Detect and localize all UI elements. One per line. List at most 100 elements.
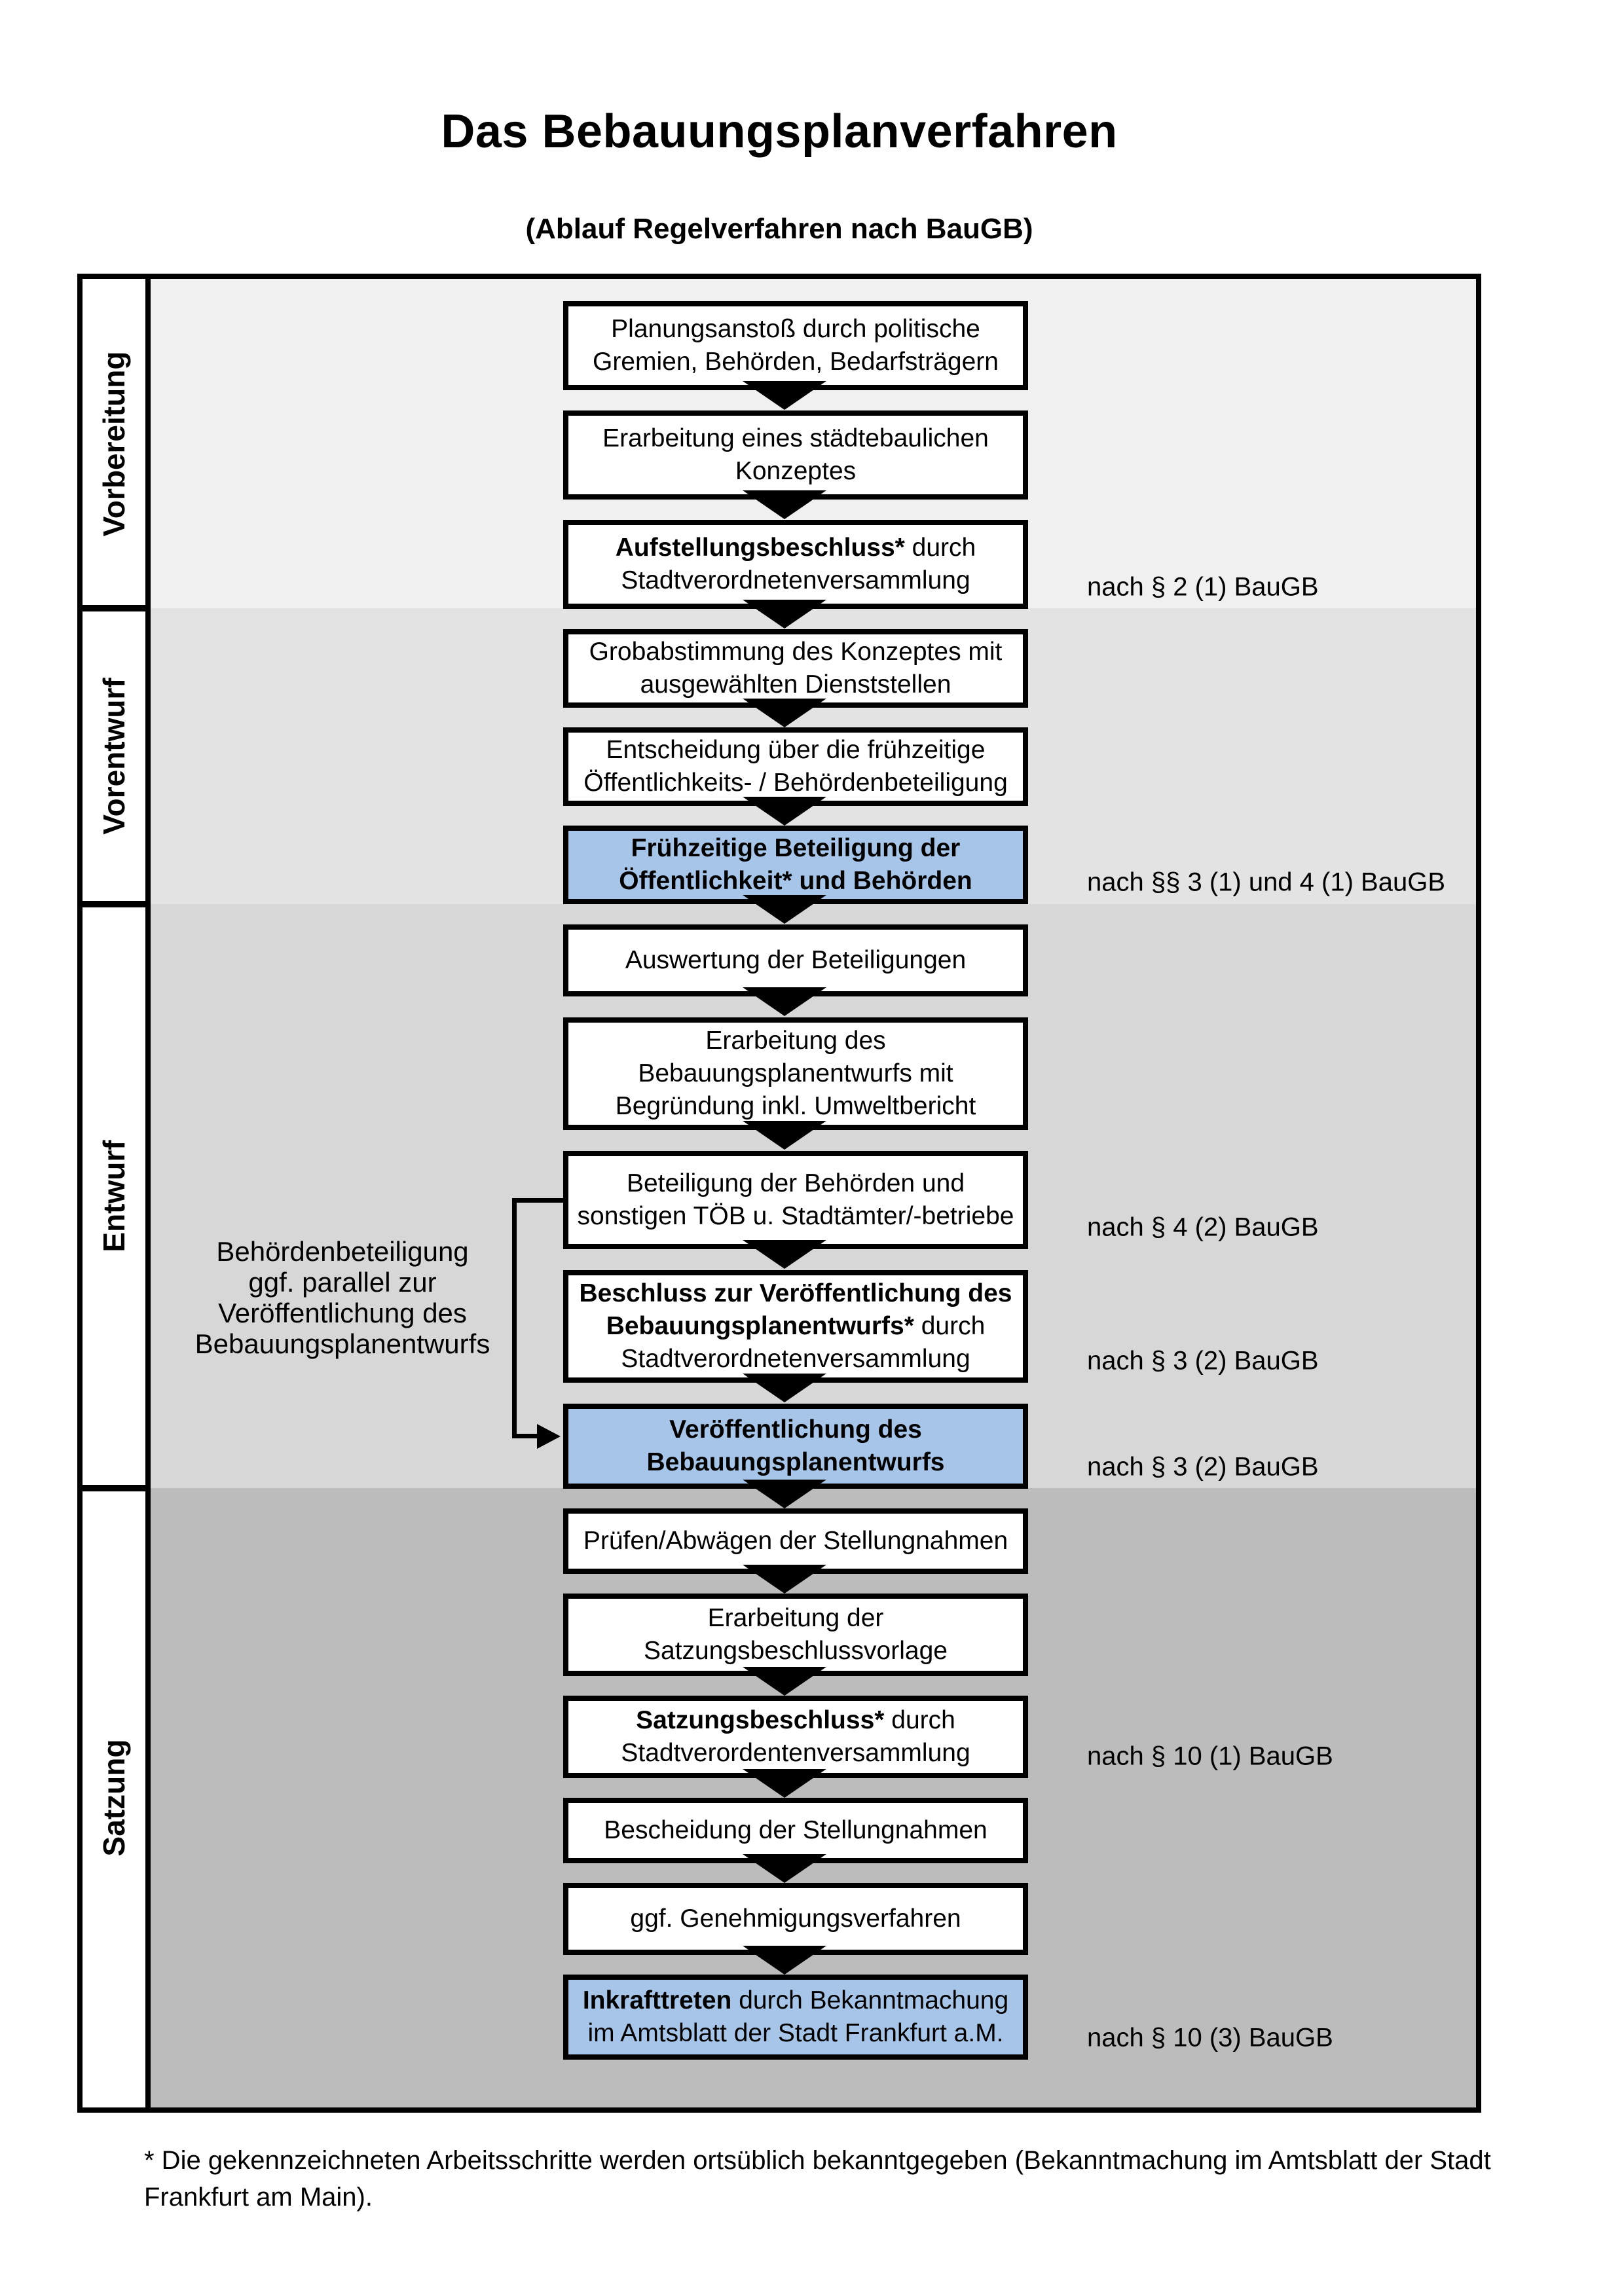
legal-reference: nach § 10 (3) BauGB bbox=[1087, 2023, 1333, 2052]
flow-box-text-segment: ggf. Genehmigungsverfahren bbox=[630, 1904, 961, 1933]
phase-label-vorbereitung: Vorbereitung bbox=[97, 351, 131, 536]
flow-arrow-down-icon bbox=[743, 1565, 826, 1594]
flow-box-text-segment: Bebauungsplanentwurfs mit bbox=[638, 1059, 953, 1087]
flow-box-text-segment: Öffentlichkeits- / Behördenbeteiligung bbox=[583, 769, 1008, 797]
flow-box-text: Entscheidung über die frühzeitige bbox=[606, 734, 986, 767]
flow-box-text: Bebauungsplanentwurfs bbox=[646, 1446, 944, 1479]
flow-box-text-segment: Planungsanstoß durch politische bbox=[611, 315, 980, 343]
legal-reference: nach § 10 (1) BauGB bbox=[1087, 1741, 1333, 1771]
flow-box-text: Veröffentlichung des bbox=[669, 1413, 922, 1446]
flow-box-text-segment: Satzungsbeschlussvorlage bbox=[644, 1637, 948, 1665]
flow-arrow-down-icon bbox=[743, 895, 826, 924]
legal-reference: nach § 3 (2) BauGB bbox=[1087, 1346, 1319, 1376]
flow-box-text-segment: Bebauungsplanentwurfs bbox=[646, 1448, 945, 1476]
flow-box-text: Stadtverordnetenversammlung bbox=[621, 564, 970, 597]
footnote: * Die gekennzeichneten Arbeitsschritte w… bbox=[144, 2142, 1545, 2215]
flow-arrow-down-icon bbox=[743, 490, 826, 519]
flow-arrow-down-icon bbox=[743, 1667, 826, 1696]
flow-box-text-segment: Entscheidung über die frühzeitige bbox=[606, 736, 986, 764]
flow-box-text: Stadtverordentenversammlung bbox=[621, 1737, 970, 1770]
flow-box-text-segment: ausgewählten Dienststellen bbox=[640, 670, 951, 699]
phase-separator bbox=[83, 901, 145, 907]
flow-arrow-down-icon bbox=[743, 1946, 826, 1975]
page-title: Das Bebauungsplanverfahren bbox=[441, 105, 1118, 158]
flow-box-text: Bebauungsplanentwurfs* durch bbox=[606, 1310, 986, 1343]
flow-box: Grobabstimmung des Konzeptes mit ausgewäh… bbox=[563, 629, 1028, 708]
phase-label-satzung: Satzung bbox=[97, 1739, 131, 1857]
flow-box-text-segment: Aufstellungsbeschluss* bbox=[615, 534, 905, 562]
flow-box-text-segment: Begründung inkl. Umweltbericht bbox=[615, 1092, 976, 1120]
flow-box-text: Beschluss zur Veröffentlichung des bbox=[580, 1277, 1012, 1310]
flow-box-text-segment: Grobabstimmung des Konzeptes mit bbox=[589, 638, 1003, 666]
flow-box-text-segment: Bescheidung der Stellungnahmen bbox=[604, 1816, 987, 1844]
legal-reference: nach § 4 (2) BauGB bbox=[1087, 1212, 1319, 1242]
flow-box-text-segment: Stadtverordnetenversammlung bbox=[621, 566, 970, 594]
flow-box-text-segment: Erarbeitung der bbox=[707, 1604, 884, 1632]
flow-box-text-segment: Satzungsbeschluss* bbox=[636, 1706, 885, 1734]
phase-separator bbox=[83, 1485, 145, 1491]
flow-box-text-segment: Konzeptes bbox=[735, 457, 857, 485]
flow-box-text-segment: im Amtsblatt der Stadt Frankfurt a.M. bbox=[587, 2019, 1004, 2047]
flow-box-text: Konzeptes bbox=[735, 455, 856, 488]
flow-box-text-segment: Erarbeitung des bbox=[705, 1027, 886, 1055]
flow-box-text: Frühzeitige Beteiligung der bbox=[631, 832, 961, 865]
legal-reference: nach § 2 (1) BauGB bbox=[1087, 572, 1319, 602]
flow-box-text-segment: Gremien, Behörden, Bedarfsträgern bbox=[592, 348, 999, 376]
flow-box-text-segment: Bebauungsplanentwurfs* bbox=[606, 1312, 914, 1340]
flow-arrow-down-icon bbox=[743, 1480, 826, 1508]
flow-box-text-segment: durch bbox=[913, 1312, 986, 1340]
footnote-line: Frankfurt am Main). bbox=[144, 2183, 373, 2212]
flow-box-text: Beteiligung der Behörden und bbox=[627, 1167, 965, 1200]
parallel-note-line: ggf. parallel zur bbox=[248, 1267, 437, 1298]
parallel-connector-stub bbox=[517, 1198, 563, 1203]
flow-arrow-down-icon bbox=[743, 600, 826, 629]
parallel-note-line: Bebauungsplanentwurfs bbox=[194, 1328, 490, 1359]
flow-arrow-down-icon bbox=[743, 797, 826, 826]
flow-box: ggf. Genehmigungsverfahren bbox=[563, 1883, 1028, 1955]
flow-box: Prüfen/Abwägen der Stellungnahmen bbox=[563, 1508, 1028, 1574]
phase-column-divider bbox=[145, 279, 151, 2107]
flow-box-text-segment: Öffentlichkeit* und Behörden bbox=[619, 867, 972, 895]
flow-box-text-segment: Stadtverordnetenversammlung bbox=[621, 1345, 970, 1373]
flow-arrow-down-icon bbox=[743, 1374, 826, 1402]
flow-box-text: Inkrafttreten durch Bekanntmachung bbox=[583, 1984, 1008, 2017]
legal-reference: nach §§ 3 (1) und 4 (1) BauGB bbox=[1087, 867, 1445, 897]
flow-box-text: im Amtsblatt der Stadt Frankfurt a.M. bbox=[587, 2017, 1003, 2050]
flow-box-text-segment: Erarbeitung eines städtebaulichen bbox=[602, 424, 989, 452]
flow-box-text: Erarbeitung eines städtebaulichen bbox=[602, 422, 989, 455]
flow-box-text-segment: durch Bekanntmachung bbox=[731, 1986, 1009, 2014]
flow-box-text: Erarbeitung der bbox=[708, 1602, 884, 1635]
flow-box-text: Bescheidung der Stellungnahmen bbox=[604, 1814, 987, 1847]
flow-box: Bescheidung der Stellungnahmen bbox=[563, 1798, 1028, 1863]
flow-box-text: Bebauungsplanentwurfs mit bbox=[638, 1057, 953, 1090]
flow-box-text: sonstigen TÖB u. Stadtämter/-betriebe bbox=[578, 1200, 1014, 1233]
flow-box-text-segment: Inkrafttreten bbox=[582, 1986, 732, 2014]
flow-arrow-down-icon bbox=[743, 1854, 826, 1883]
flow-box-text: Satzungsbeschlussvorlage bbox=[644, 1635, 948, 1667]
flow-arrow-down-icon bbox=[743, 1121, 826, 1150]
flow-arrow-down-icon bbox=[743, 1240, 826, 1269]
flow-box-text: ausgewählten Dienststellen bbox=[640, 668, 951, 701]
flow-box-text: Stadtverordnetenversammlung bbox=[621, 1343, 970, 1376]
connector-arrowhead-icon bbox=[537, 1423, 561, 1449]
flow-arrow-down-icon bbox=[743, 1769, 826, 1798]
flow-box-text-segment: Veröffentlichung des bbox=[669, 1415, 922, 1444]
parallel-note-line: Behördenbeteiligung bbox=[216, 1236, 469, 1267]
parallel-connector-vline bbox=[512, 1198, 517, 1438]
flow-box-text: ggf. Genehmigungsverfahren bbox=[630, 1903, 961, 1935]
flow-box-text-segment: Auswertung der Beteiligungen bbox=[625, 946, 967, 974]
phase-separator bbox=[83, 605, 145, 611]
parallel-connector-hline bbox=[517, 1434, 538, 1438]
legal-reference: nach § 3 (2) BauGB bbox=[1087, 1452, 1319, 1482]
flow-box-text: Prüfen/Abwägen der Stellungnahmen bbox=[583, 1525, 1008, 1558]
